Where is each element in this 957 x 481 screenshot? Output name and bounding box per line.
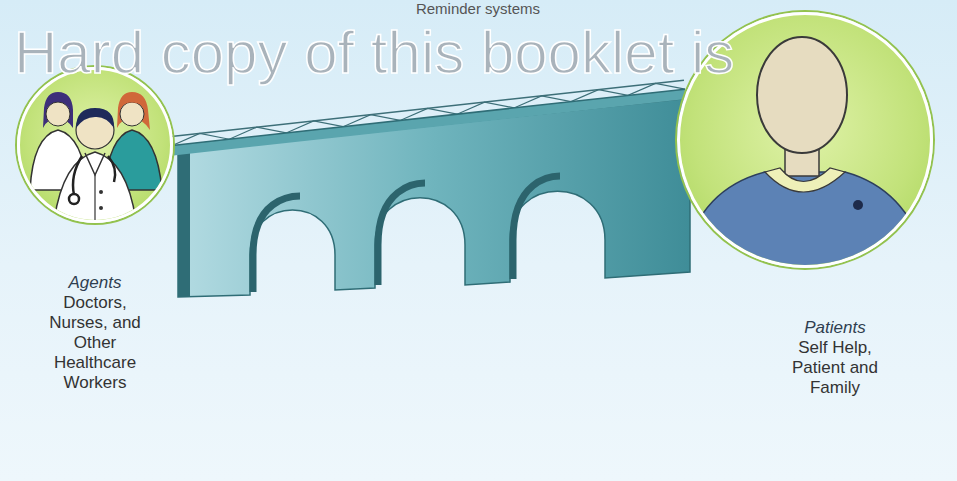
- healthcare-workers-icon: [30, 92, 162, 240]
- node-heading: Agents: [45, 273, 145, 293]
- bridge-deck-edge: [172, 89, 685, 145]
- node-caption: AgentsDoctors, Nurses, and Other Healthc…: [45, 273, 145, 393]
- bridge-rail: [171, 80, 684, 136]
- node-caption: PatientsSelf Help, Patient and Family: [792, 318, 878, 398]
- circle-node: PatientsSelf Help, Patient and Family: [677, 12, 933, 268]
- patient-icon: [680, 37, 932, 285]
- node-body: Self Help, Patient and Family: [792, 338, 878, 398]
- bridge-group: [171, 80, 685, 150]
- bridge-truss: [172, 83, 685, 145]
- top-label-box: Reminder systems: [416, 1, 540, 18]
- top-label: Reminder systems: [416, 1, 540, 18]
- arch-shadow: [253, 176, 560, 292]
- bridge-end: [178, 152, 190, 297]
- node-body: Doctors, Nurses, and Other Healthcare Wo…: [45, 293, 145, 393]
- circle-node: AgentsDoctors, Nurses, and Other Healthc…: [17, 67, 173, 223]
- bridge-deck: [173, 94, 686, 150]
- node-heading: Patients: [792, 318, 878, 338]
